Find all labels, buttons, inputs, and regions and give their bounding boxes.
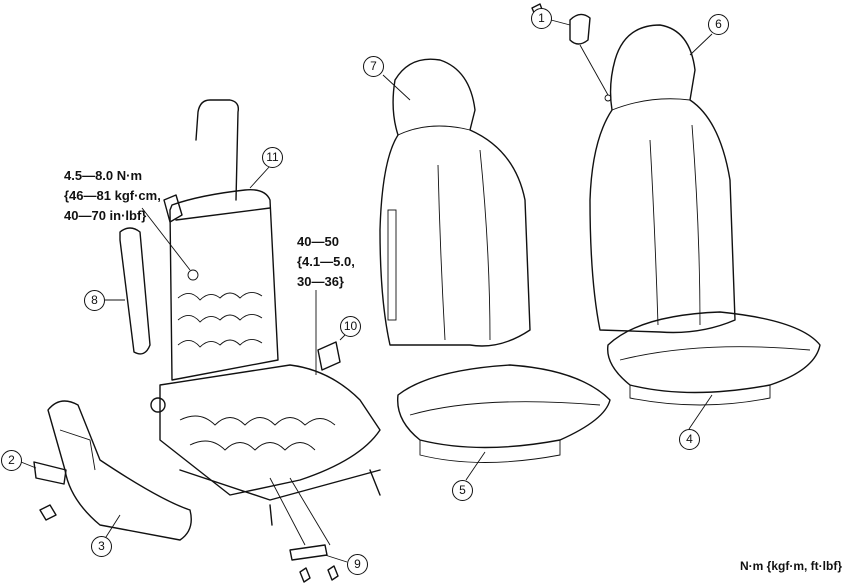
seat-cushion-pad bbox=[606, 311, 821, 406]
torque-line: 4.5—8.0 N·m bbox=[64, 168, 143, 183]
seat-cushion-frame bbox=[150, 364, 381, 546]
torque-line: {4.1—5.0, bbox=[297, 254, 355, 269]
torque-label-seatback-frame: 4.5—8.0 N·m {46—81 kgf·cm, 40—70 in·lbf} bbox=[64, 166, 161, 226]
torque-line: 40—50 bbox=[297, 234, 339, 249]
callout-5: 5 bbox=[452, 480, 473, 501]
callout-2: 2 bbox=[1, 450, 22, 471]
callout-8: 8 bbox=[84, 290, 105, 311]
side-trim-upper bbox=[105, 227, 151, 355]
torque-line: {46—81 kgf·cm, bbox=[64, 188, 161, 203]
side-cover bbox=[33, 400, 192, 541]
callout-7: 7 bbox=[363, 56, 384, 77]
seat-cushion-trim bbox=[396, 364, 611, 463]
callout-4: 4 bbox=[679, 429, 700, 450]
callout-3: 3 bbox=[91, 536, 112, 557]
torque-line: 40—70 in·lbf} bbox=[64, 208, 147, 223]
unit-note: N·m {kgf·m, ft·lbf} bbox=[740, 559, 842, 573]
seatback-pad bbox=[589, 24, 736, 334]
bolts bbox=[289, 544, 339, 583]
callout-6: 6 bbox=[708, 14, 729, 35]
callout-11: 11 bbox=[262, 147, 283, 168]
leader-lines bbox=[20, 19, 713, 563]
seatback-frame bbox=[141, 99, 279, 381]
callout-1: 1 bbox=[531, 8, 552, 29]
torque-label-buckle: 40—50 {4.1—5.0, 30—36} bbox=[297, 232, 355, 292]
callout-9: 9 bbox=[347, 554, 368, 575]
torque-line: 30—36} bbox=[297, 274, 344, 289]
callout-10: 10 bbox=[340, 316, 361, 337]
seatback-trim bbox=[379, 58, 531, 347]
